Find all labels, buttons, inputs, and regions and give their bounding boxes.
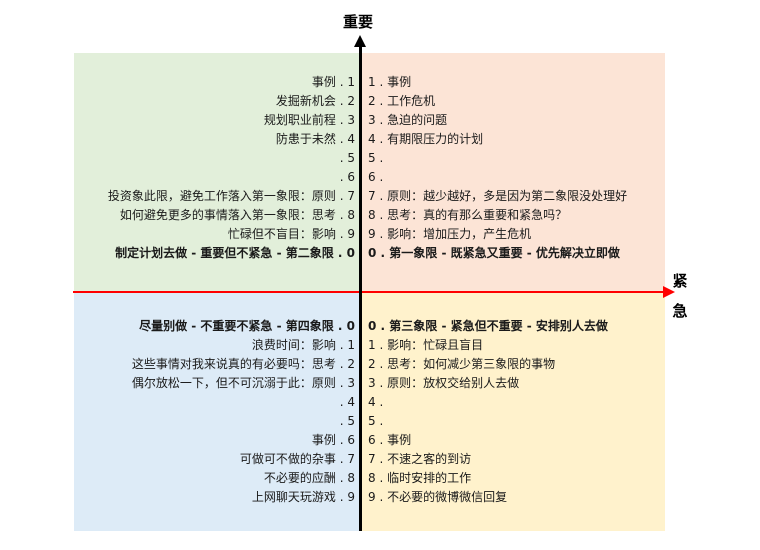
list-item: 6 . 事例 [368, 433, 412, 447]
list-item: 可做可不做的杂事 . 7 [239, 452, 355, 466]
quadrant-3-list: 0 . 第三象限 - 紧急但不重要 - 安排别人去做 1 . 影响：忙碌且盲目 … [368, 317, 608, 507]
quadrant-2-list: 事例 . 1 发掘新机会 . 2 规划职业前程 . 3 防患于未然 . 4 . … [108, 73, 355, 263]
urgency-label-top: 紧 [672, 272, 688, 290]
quadrant-title: 尽量别做 - 不重要不紧急 - 第四象限 . 0 [139, 319, 355, 333]
list-item: 2 . 思考：如何减少第三象限的事物 [368, 357, 556, 371]
importance-axis-label: 重要 [343, 13, 374, 31]
list-item: 2 . 工作危机 [368, 94, 436, 108]
list-item: 7 . 不速之客的到访 [368, 452, 472, 466]
list-item: 7 . 原则：越少越好，多是因为第二象限没处理好 [368, 189, 628, 203]
list-item: 4 . 有期限压力的计划 [368, 132, 484, 146]
list-item: 9 . 影响：增加压力，产生危机 [368, 227, 532, 241]
list-item: 9 . 不必要的微博微信回复 [368, 490, 508, 504]
quadrant-title: 0 . 第三象限 - 紧急但不重要 - 安排别人去做 [368, 319, 608, 333]
list-item: 上网聊天玩游戏 . 9 [251, 490, 355, 504]
list-item: 偶尔放松一下，但不可沉溺于此：原则 . 3 [131, 376, 355, 390]
list-item: 事例 . 1 [311, 75, 355, 89]
quadrant-1-list: 1 . 事例 2 . 工作危机 3 . 急迫的问题 4 . 有期限压力的计划 5… [368, 73, 627, 263]
list-item: 事例 . 6 [311, 433, 355, 447]
urgency-arrow-icon [663, 286, 675, 298]
quadrant-important-not-urgent: 事例 . 1 发掘新机会 . 2 规划职业前程 . 3 防患于未然 . 4 . … [74, 53, 360, 292]
list-item: 3 . 急迫的问题 [368, 113, 448, 127]
list-item: 1 . 事例 [368, 75, 412, 89]
quadrant-title: 0 . 第一象限 - 既紧急又重要 - 优先解决立即做 [368, 246, 620, 260]
urgency-axis-label: 紧 急 [671, 266, 689, 326]
list-item: 6 . [368, 170, 384, 184]
list-item: 浪费时间：影响 . 1 [251, 338, 355, 352]
list-item: 防患于未然 . 4 [275, 132, 355, 146]
list-item: 1 . 影响：忙碌且盲目 [368, 338, 484, 352]
list-item: 如何避免更多的事情落入第一象限：思考 . 8 [119, 208, 355, 222]
list-item: 3 . 原则：放权交给别人去做 [368, 376, 520, 390]
importance-axis-line [359, 44, 362, 531]
list-item: 发掘新机会 . 2 [275, 94, 355, 108]
importance-arrow-icon [354, 35, 366, 47]
list-item: 8 . 思考：真的有那么重要和紧急吗？ [368, 208, 568, 222]
list-item: 5 . [368, 414, 384, 428]
urgency-axis-line [73, 291, 665, 293]
list-item: 不必要的应酬 . 8 [263, 471, 355, 485]
quadrant-urgent-not-important: 0 . 第三象限 - 紧急但不重要 - 安排别人去做 1 . 影响：忙碌且盲目 … [360, 292, 665, 531]
list-item: 忙碌但不盲目：影响 . 9 [227, 227, 355, 241]
list-item: 5 . [368, 151, 384, 165]
list-item: 投资象此限，避免工作落入第一象限：原则 . 7 [107, 189, 355, 203]
list-item: . 4 [339, 395, 355, 409]
list-item: 这些事情对我来说真的有必要吗：思考 . 2 [131, 357, 355, 371]
list-item: 4 . [368, 395, 384, 409]
quadrant-title: 制定计划去做 - 重要但不紧急 - 第二象限 . 0 [115, 246, 355, 260]
list-item: . 5 [339, 414, 355, 428]
quadrant-urgent-important: 1 . 事例 2 . 工作危机 3 . 急迫的问题 4 . 有期限压力的计划 5… [360, 53, 665, 292]
list-item: . 5 [339, 151, 355, 165]
urgency-label-bottom: 急 [672, 302, 688, 320]
quadrant-4-list: 尽量别做 - 不重要不紧急 - 第四象限 . 0 浪费时间：影响 . 1 这些事… [132, 317, 355, 507]
list-item: 规划职业前程 . 3 [263, 113, 355, 127]
list-item: . 6 [339, 170, 355, 184]
quadrant-not-important-not-urgent: 尽量别做 - 不重要不紧急 - 第四象限 . 0 浪费时间：影响 . 1 这些事… [74, 292, 360, 531]
list-item: 8 . 临时安排的工作 [368, 471, 472, 485]
